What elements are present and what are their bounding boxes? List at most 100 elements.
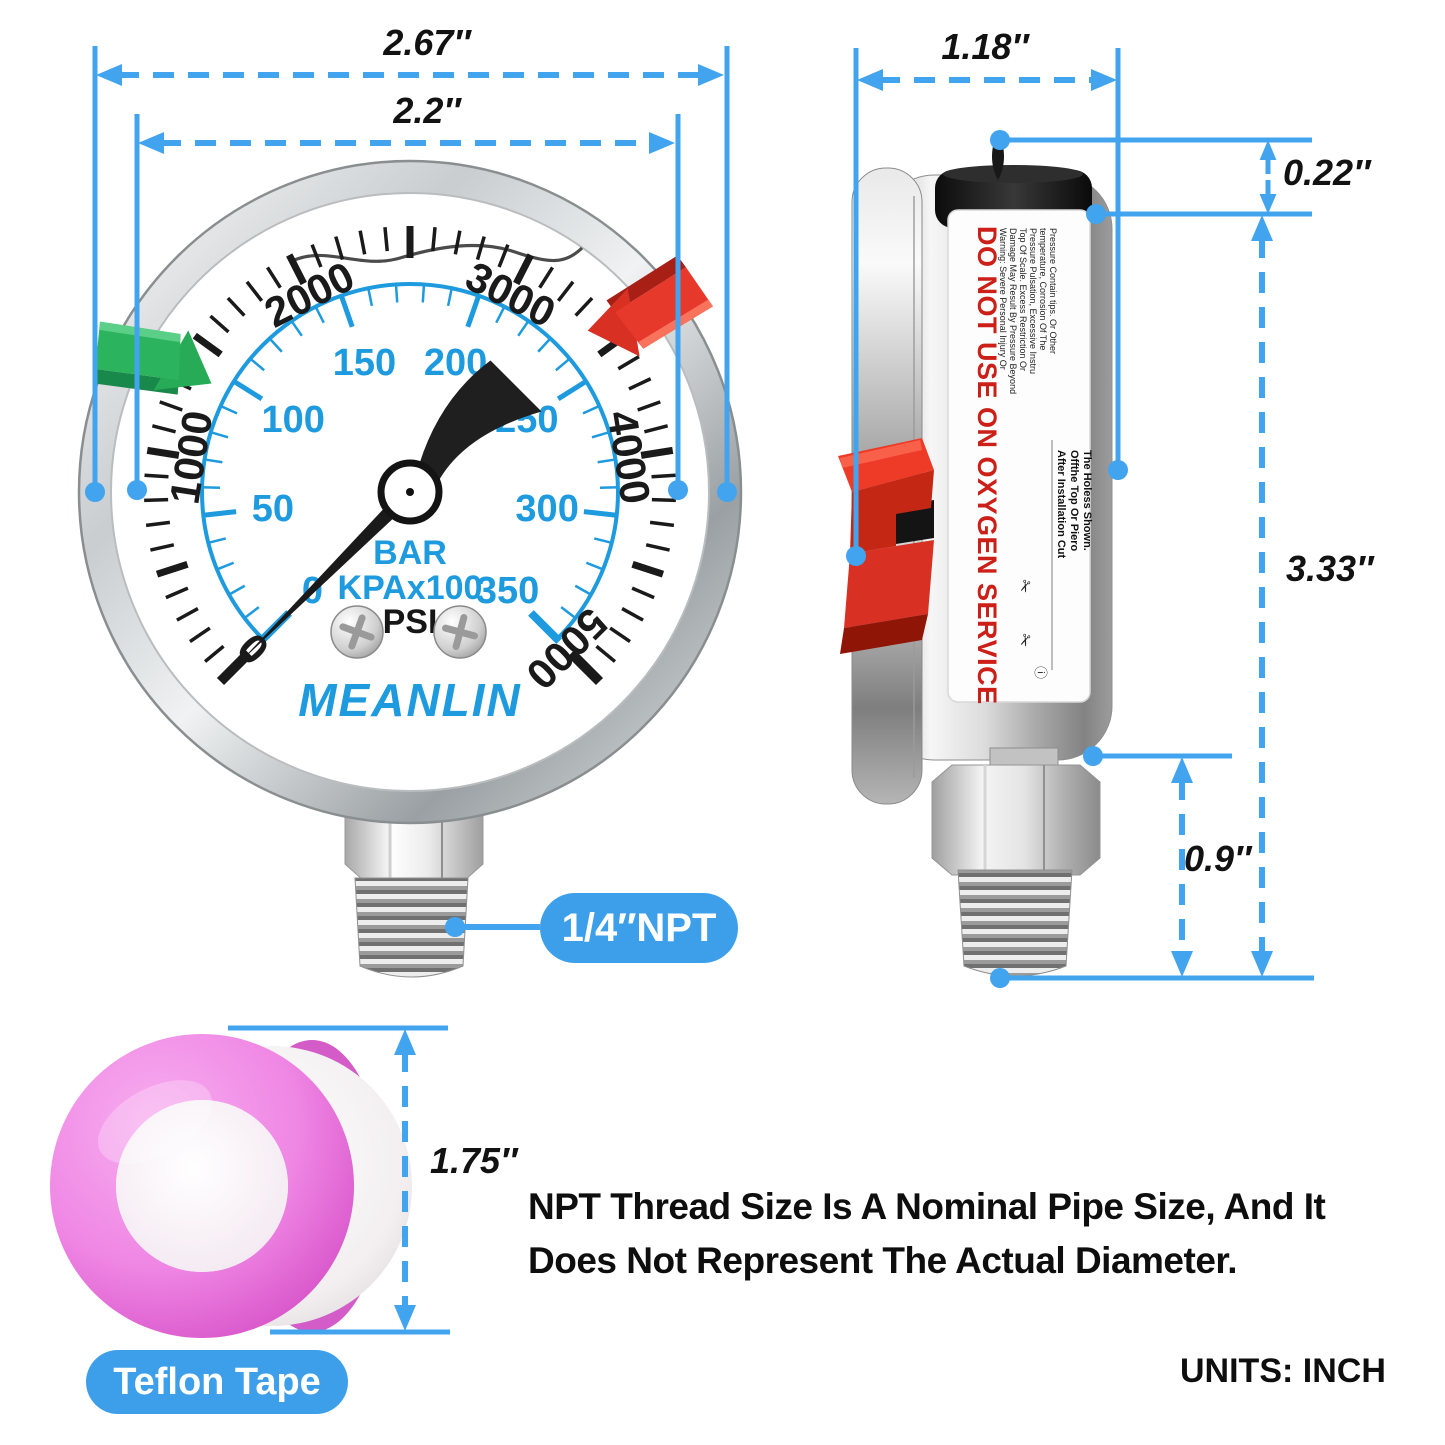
scale-tick (595, 644, 617, 663)
oxygen-warning-text: DO NOT USE ON OXYGEN SERVICE (972, 226, 1002, 705)
scale-tick (621, 607, 644, 622)
scale-tick (245, 280, 264, 302)
gauge-side-view: DO NOT USE ON OXYGEN SERVICE Warning: Se… (838, 130, 1113, 977)
scale-tick (155, 560, 189, 578)
scale-tick (144, 473, 169, 479)
scale-tick (219, 404, 238, 415)
scale-tick (560, 606, 578, 620)
scale-tick (637, 400, 661, 412)
glass-highlight (290, 249, 584, 276)
scale-tick (146, 446, 180, 459)
scissors-icon: ✂ (1014, 577, 1035, 595)
scale-tick (145, 520, 171, 528)
scale-tick (631, 560, 665, 578)
warning-small-line: Warning: Severe Personal Injury Or (998, 228, 1008, 370)
scale-tick (446, 286, 454, 307)
scale-tick (289, 319, 303, 337)
warning-small-line: temperature, Corrosion Of The (1038, 228, 1048, 350)
scale-tick (431, 227, 437, 252)
scale-tick (192, 332, 223, 358)
scale-tick (609, 626, 631, 643)
scale-tick (453, 230, 462, 255)
warning-small-line: Pressure Contain tips. Or Other (1048, 228, 1058, 354)
warning-label: DO NOT USE ON OXYGEN SERVICE Warning: Se… (947, 209, 1093, 705)
scale-tick (495, 305, 506, 324)
dim-nub-height-label: 0.22″ (1283, 152, 1371, 193)
scale-tick (209, 314, 230, 334)
scale-tick (651, 497, 676, 503)
scale-tick (513, 253, 534, 286)
inner-scale-label: 350 (476, 570, 539, 612)
dim-tape-diameter-label: 1.75″ (430, 1140, 518, 1181)
scale-tick (189, 626, 211, 643)
dim-overall-width-label: 2.67″ (383, 22, 471, 63)
scale-tick (248, 357, 265, 372)
install-note-line: Offthe Top Or Piero (1068, 450, 1080, 552)
unit-bar-label: BAR (373, 534, 447, 572)
scale-tick (597, 458, 617, 464)
brand-logo: MEANLIN (298, 674, 522, 726)
scale-tick (176, 607, 199, 622)
scale-tick (585, 561, 605, 571)
scale-tick (555, 357, 572, 372)
threaded-stem-side (957, 869, 1073, 977)
scissors-icon: ✂ (1014, 631, 1035, 649)
dial-screw-left (330, 605, 384, 659)
dim-dial-width-label: 2.2″ (393, 90, 461, 131)
scale-tick (517, 319, 531, 337)
scale-tick (165, 586, 189, 600)
scale-tick (268, 336, 283, 353)
scale-tick (497, 244, 510, 268)
install-note-line: The Holess Shown. (1081, 450, 1093, 551)
scale-tick (583, 509, 618, 518)
tape-front-flange (50, 1034, 355, 1338)
gauge-stem-front (344, 801, 484, 978)
scale-tick (226, 296, 246, 317)
scale-tick (528, 610, 563, 645)
npt-callout-pill: 1/4″NPT (540, 893, 738, 963)
warning-small-line: Pressure Pulsation, Excessive Instru (1028, 228, 1038, 374)
dim-case-height-label: 3.33″ (1286, 548, 1374, 589)
scale-tick (227, 584, 246, 597)
scale-tick (265, 266, 282, 289)
scale-tick (465, 293, 482, 328)
scale-tick (556, 378, 589, 402)
npt-note-line2: Does Not Represent The Actual Diameter. (528, 1240, 1238, 1281)
scale-tick (150, 543, 175, 552)
scale-tick (203, 644, 225, 663)
scale-tick (556, 280, 575, 302)
unit-kpa-label: KPAx100 (338, 569, 483, 607)
dim-side-width-label: 1.18″ (941, 26, 1029, 67)
scale-tick (538, 266, 555, 289)
scale-tick (394, 283, 399, 303)
scale-tick (366, 286, 374, 307)
scale-tick (209, 430, 229, 439)
scale-tick (231, 378, 264, 402)
scale-tick (421, 283, 426, 303)
scale-tick (334, 236, 345, 261)
hex-fitting-side (931, 764, 1101, 876)
warning-small-line: Damage May Result By Pressure Beyond (1008, 228, 1018, 394)
scale-tick (475, 236, 486, 261)
scale-tick (358, 230, 367, 255)
scale-tick (314, 305, 325, 324)
scale-tick (582, 404, 601, 415)
scale-tick (310, 244, 323, 268)
scale-tick (383, 227, 389, 252)
scale-tick (537, 336, 552, 353)
teflon-tape-pill: Teflon Tape (86, 1350, 348, 1414)
scale-tick (628, 377, 652, 391)
scale-tick (643, 424, 669, 434)
dim-fitting-height-label: 0.9″ (1184, 838, 1252, 879)
scale-tick (338, 293, 355, 328)
scale-tick (645, 543, 670, 552)
scale-tick (640, 446, 674, 459)
scale-tick (202, 509, 237, 518)
scale-tick (203, 458, 223, 464)
inner-scale-label: 100 (261, 399, 324, 441)
tape-center-hole (116, 1100, 288, 1272)
warning-small-line: Top Of Scale. Excess Restriction Or (1018, 228, 1028, 371)
scale-tick (567, 649, 604, 686)
